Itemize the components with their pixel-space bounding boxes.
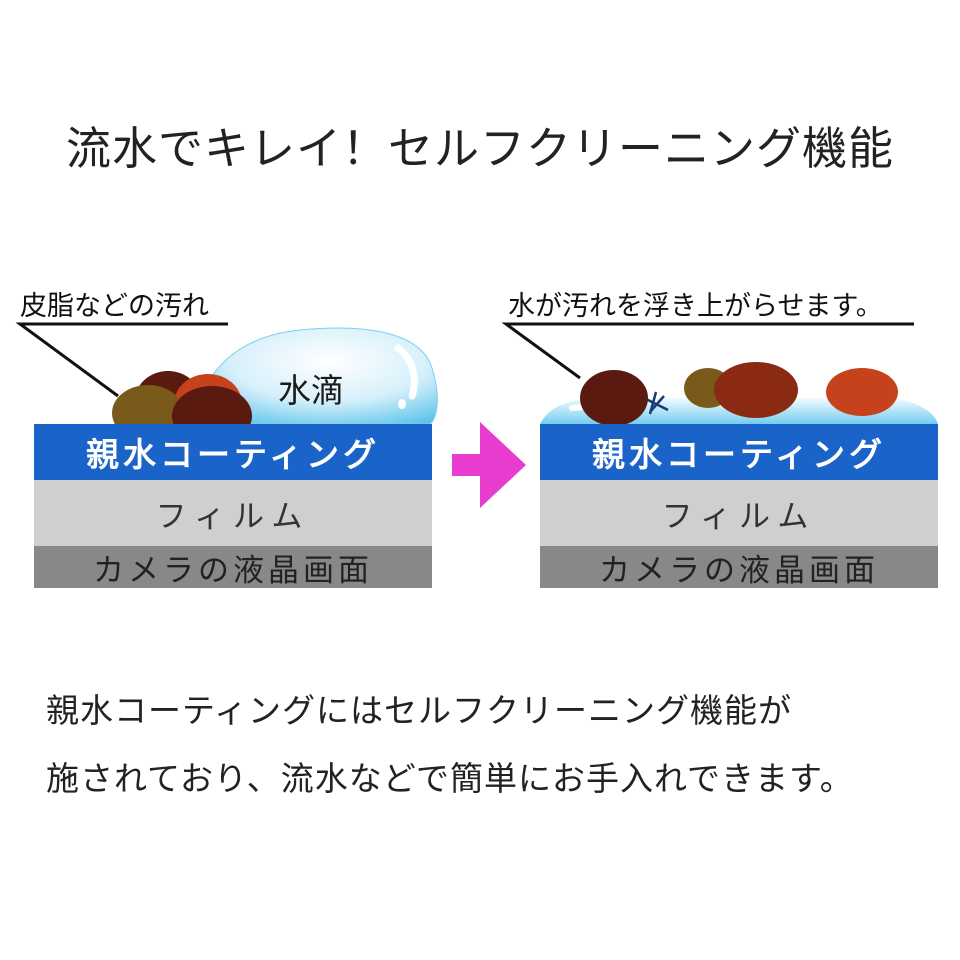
lcd-layer-right: カメラの液晶画面 bbox=[540, 546, 938, 589]
film-layer-right: フィルム bbox=[540, 480, 938, 546]
description-line-1: 親水コーティングにはセルフクリーニング機能が bbox=[46, 691, 793, 730]
coating-layer-left: 親水コーティング bbox=[34, 424, 432, 480]
description-line-2: 施されており、流水などで簡単にお手入れできます。 bbox=[46, 759, 854, 798]
film-layer-left: フィルム bbox=[34, 480, 432, 546]
callout-line-left bbox=[15, 322, 228, 398]
droplet-label: 水滴 bbox=[278, 371, 344, 410]
floating-dirt bbox=[580, 362, 898, 426]
callout-left: 皮脂などの汚れ bbox=[20, 291, 209, 322]
page-title: 流水でキレイ！セルフクリーニング機能 bbox=[65, 122, 894, 175]
lcd-layer-left: カメラの液晶画面 bbox=[34, 546, 432, 589]
callout-right: 水が汚れを浮き上がらせます。 bbox=[508, 291, 883, 322]
arrow-icon bbox=[452, 422, 526, 508]
water-droplet bbox=[195, 327, 438, 425]
coating-layer-right: 親水コーティング bbox=[540, 424, 938, 480]
callout-line-right bbox=[501, 322, 914, 380]
